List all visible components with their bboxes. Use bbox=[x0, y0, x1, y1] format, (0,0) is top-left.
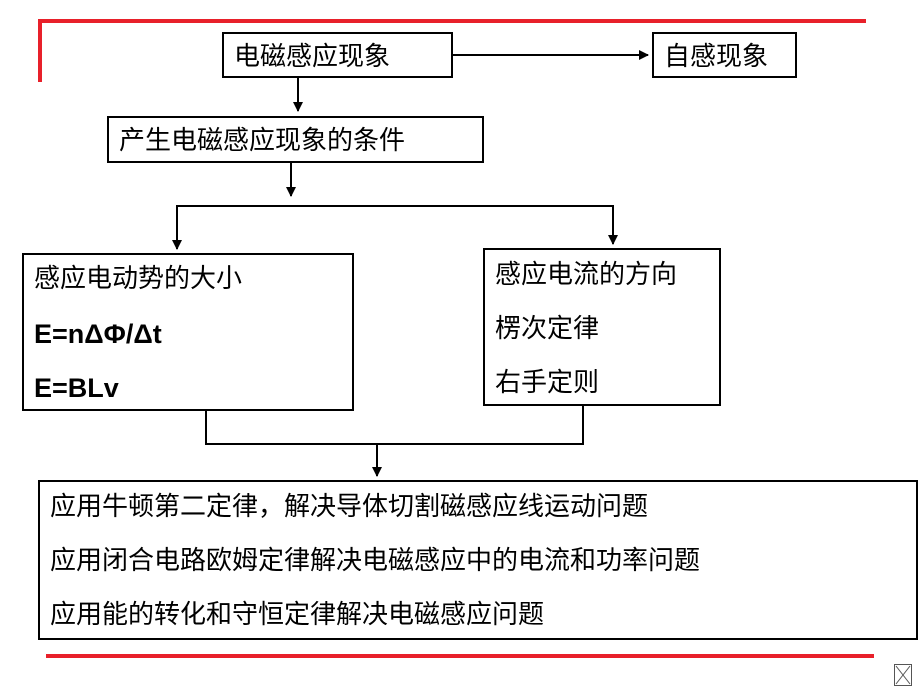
bottom-red-line bbox=[46, 654, 874, 658]
node-self-induction-label: 自感现象 bbox=[664, 42, 769, 72]
node-conditions: 产生电磁感应现象的条件 bbox=[107, 116, 484, 163]
application-line-ohm: 应用闭合电路欧姆定律解决电磁感应中的电流和功率问题 bbox=[50, 546, 701, 576]
application-line-newton: 应用牛顿第二定律，解决导体切割磁感应线运动问题 bbox=[50, 492, 649, 522]
current-direction-title: 感应电流的方向 bbox=[495, 260, 678, 290]
node-induction: 电磁感应现象 bbox=[222, 32, 453, 78]
emf-title: 感应电动势的大小 bbox=[34, 264, 243, 294]
left-red-line bbox=[38, 19, 42, 82]
application-line-energy: 应用能的转化和守恒定律解决电磁感应问题 bbox=[50, 600, 545, 630]
node-induction-label: 电磁感应现象 bbox=[234, 42, 391, 72]
node-applications: 应用牛顿第二定律，解决导体切割磁感应线运动问题 应用闭合电路欧姆定律解决电磁感应… bbox=[38, 480, 918, 640]
right-hand-rule-label: 右手定则 bbox=[495, 368, 600, 398]
emf-formula-flux: E=nΔΦ/Δt bbox=[34, 319, 162, 349]
lenz-law-label: 楞次定律 bbox=[495, 314, 600, 344]
node-current-direction: 感应电流的方向 楞次定律 右手定则 bbox=[483, 248, 721, 406]
emf-formula-motional: E=BLv bbox=[34, 373, 119, 403]
node-conditions-label: 产生电磁感应现象的条件 bbox=[119, 126, 406, 156]
node-emf: 感应电动势的大小 E=nΔΦ/Δt E=BLv bbox=[22, 253, 354, 411]
slide-nav-icon[interactable] bbox=[894, 664, 912, 686]
node-self-induction: 自感现象 bbox=[652, 32, 797, 78]
slide-nav-cross-icon bbox=[895, 665, 911, 685]
top-red-line bbox=[38, 19, 866, 23]
